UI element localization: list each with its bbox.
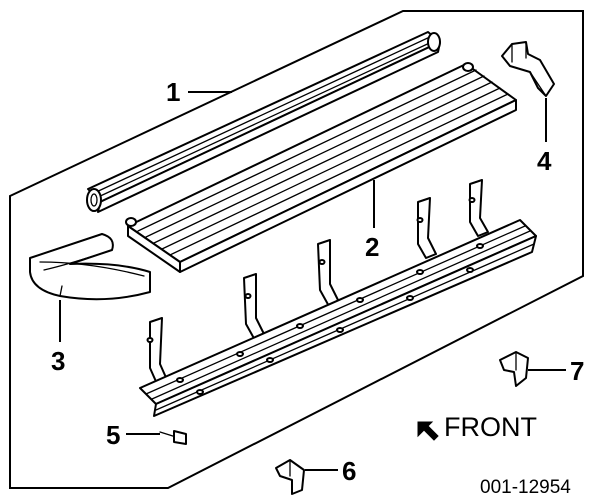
callout-4: 4 <box>537 146 552 176</box>
part-number: 001-12954 <box>480 477 571 498</box>
callout-3: 3 <box>51 346 65 376</box>
part-4-bracket <box>501 41 555 97</box>
callout-2: 2 <box>365 232 379 262</box>
front-label: FRONT <box>444 412 537 442</box>
part-2-step-board <box>125 62 517 273</box>
callout-6: 6 <box>342 456 356 486</box>
callout-5: 5 <box>106 420 120 450</box>
part-1-molding <box>86 31 441 213</box>
callout-7: 7 <box>570 356 584 386</box>
part-5-bolt <box>159 430 187 445</box>
callout-1: 1 <box>166 77 180 107</box>
part-3-end-cap <box>29 233 151 301</box>
part-7-clip <box>499 351 529 387</box>
part-6-clip <box>275 459 305 495</box>
main-rail-assembly <box>139 179 537 417</box>
front-arrow-icon <box>417 421 439 441</box>
